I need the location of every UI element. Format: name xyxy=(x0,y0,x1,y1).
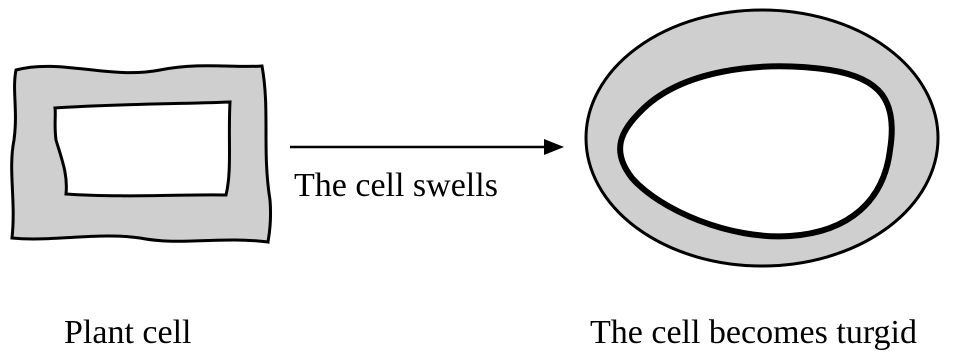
left-caption: Plant cell xyxy=(64,314,191,351)
swell-arrow xyxy=(290,139,564,155)
right-caption: The cell becomes turgid xyxy=(590,314,917,351)
plant-cell xyxy=(12,66,271,242)
arrow-head xyxy=(544,139,564,155)
arrow-label: The cell swells xyxy=(294,167,498,204)
plant-cell-vacuole xyxy=(55,102,230,196)
turgid-cell xyxy=(586,10,938,266)
